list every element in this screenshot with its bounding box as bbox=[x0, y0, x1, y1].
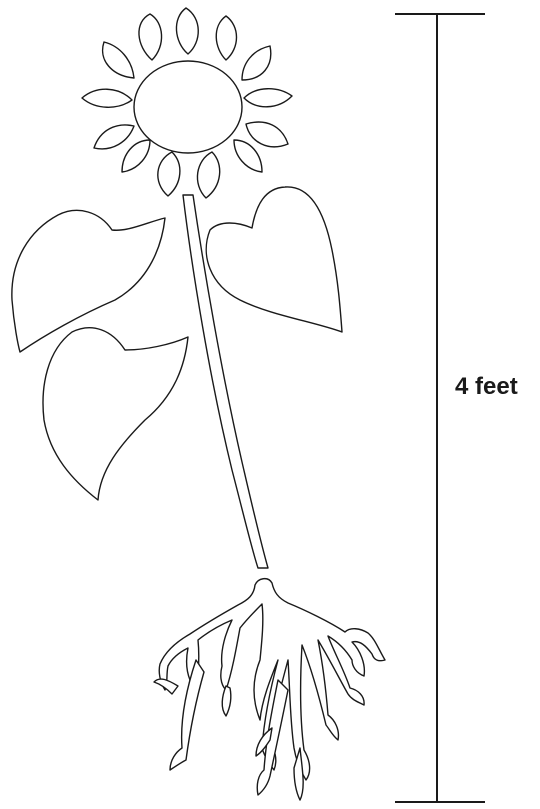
right-leaf bbox=[206, 187, 342, 332]
petal bbox=[244, 89, 292, 107]
petal bbox=[234, 140, 262, 172]
petal bbox=[103, 42, 134, 78]
petal bbox=[242, 46, 271, 80]
flower-center bbox=[134, 61, 242, 153]
root-small-left-tip bbox=[222, 686, 231, 716]
height-measurement-bar bbox=[395, 14, 485, 802]
root-left-branch bbox=[170, 660, 204, 770]
petal bbox=[158, 152, 180, 196]
roots bbox=[154, 579, 385, 800]
petal bbox=[139, 14, 162, 60]
root-left-fork bbox=[154, 679, 178, 694]
petal bbox=[246, 122, 288, 147]
petal bbox=[216, 16, 236, 60]
petal bbox=[197, 152, 219, 198]
petal bbox=[122, 140, 150, 172]
petal bbox=[82, 89, 132, 107]
lower-left-leaf bbox=[43, 328, 188, 500]
petal bbox=[94, 125, 134, 149]
petal bbox=[176, 8, 198, 54]
height-label: 4 feet bbox=[455, 373, 518, 401]
